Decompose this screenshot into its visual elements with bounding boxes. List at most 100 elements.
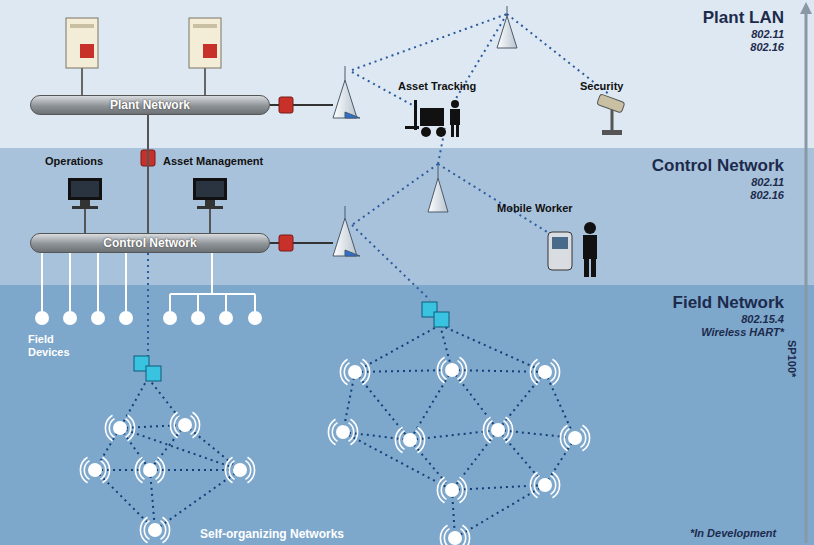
wireless-link bbox=[148, 14, 610, 360]
wireless-device bbox=[538, 365, 552, 379]
wireless-device bbox=[113, 421, 127, 435]
radio-wave bbox=[534, 476, 539, 495]
radio-wave bbox=[140, 517, 147, 543]
station-label: Operations bbox=[45, 155, 103, 167]
mesh-link bbox=[95, 470, 155, 530]
field-wiring bbox=[42, 253, 255, 312]
mesh-link bbox=[452, 490, 455, 538]
radio-wave bbox=[487, 421, 492, 440]
wireless-device bbox=[445, 483, 459, 497]
radio-wave bbox=[441, 361, 446, 380]
mesh-link bbox=[355, 372, 410, 440]
standard-label: SP100* bbox=[786, 340, 798, 377]
radio-wave bbox=[530, 359, 537, 385]
device-label: Asset Tracking bbox=[398, 80, 476, 92]
radio-wave bbox=[440, 525, 447, 545]
radio-wave bbox=[193, 412, 200, 438]
radio-wave bbox=[418, 427, 425, 453]
radio-wave bbox=[458, 361, 463, 380]
mesh-link bbox=[155, 470, 240, 530]
band-title: Control Network bbox=[652, 156, 784, 176]
radio-wave bbox=[128, 415, 135, 441]
wireless-device bbox=[143, 463, 157, 477]
band-title: Plant LAN bbox=[703, 8, 784, 28]
radio-wave bbox=[248, 457, 255, 483]
radio-wave bbox=[139, 461, 144, 480]
radio-wave bbox=[349, 423, 354, 442]
standard-label: 802.16 bbox=[652, 189, 784, 202]
radio-wave bbox=[460, 477, 467, 503]
radio-wave bbox=[103, 457, 110, 483]
band-heading: Plant LAN802.11802.16 bbox=[703, 8, 784, 54]
standard-label: 802.11 bbox=[652, 176, 784, 189]
radio-wave bbox=[170, 412, 177, 438]
radio-wave bbox=[344, 363, 349, 382]
wireless-device bbox=[178, 418, 192, 432]
mesh-link bbox=[545, 372, 575, 438]
radio-wave bbox=[581, 429, 586, 448]
mesh-link bbox=[343, 432, 452, 490]
radio-wave bbox=[105, 415, 112, 441]
wireless-device bbox=[88, 463, 102, 477]
network-label: Self-organizing Networks bbox=[200, 527, 344, 541]
band-title: Field Network bbox=[673, 293, 784, 313]
wireless-device bbox=[538, 478, 552, 492]
server bbox=[66, 18, 221, 97]
radio-wave bbox=[564, 429, 569, 448]
mesh-network bbox=[80, 325, 589, 545]
radio-wave bbox=[461, 529, 466, 545]
radio-wave bbox=[109, 419, 114, 438]
wireless-device bbox=[445, 363, 459, 377]
standard-label: 802.11 bbox=[703, 28, 784, 41]
standard-label: 802.16 bbox=[703, 41, 784, 54]
radio-wave bbox=[463, 525, 470, 545]
radio-wave bbox=[191, 416, 196, 435]
radio-wave bbox=[163, 517, 170, 543]
radio-wave bbox=[225, 457, 232, 483]
station-label: Asset Management bbox=[163, 155, 263, 167]
bus-label: Control Network bbox=[103, 236, 196, 250]
wireless-device bbox=[403, 433, 417, 447]
network-band: Control Network802.11802.16Control Netwo… bbox=[0, 148, 814, 285]
band-heading: Control Network802.11802.16 bbox=[652, 156, 784, 202]
network-bus: Plant Network bbox=[30, 95, 270, 115]
radio-wave bbox=[135, 457, 142, 483]
radio-wave bbox=[395, 427, 402, 453]
mesh-link bbox=[148, 378, 185, 425]
radio-wave bbox=[506, 417, 513, 443]
radio-wave bbox=[444, 529, 449, 545]
radio-wave bbox=[158, 457, 165, 483]
field-device bbox=[35, 311, 262, 325]
radio-wave bbox=[361, 363, 366, 382]
radio-wave bbox=[80, 457, 87, 483]
radio-wave bbox=[144, 521, 149, 540]
mesh-link bbox=[410, 440, 452, 490]
standard-label: Wireless HART* bbox=[673, 326, 784, 339]
mesh-link bbox=[410, 370, 452, 440]
mesh-link bbox=[120, 378, 148, 428]
mobile-worker bbox=[548, 222, 597, 277]
wireless-device bbox=[568, 431, 582, 445]
mesh-link bbox=[150, 425, 185, 470]
network-bus: Control Network bbox=[30, 233, 270, 253]
bus-label: Plant Network bbox=[110, 98, 190, 112]
wireless-device bbox=[491, 423, 505, 437]
radio-wave bbox=[351, 419, 358, 445]
wireless-device bbox=[148, 523, 162, 537]
network-band: Plant LAN802.11802.16Plant Network bbox=[0, 0, 814, 148]
radio-wave bbox=[156, 461, 161, 480]
radio-wave bbox=[126, 419, 131, 438]
radio-wave bbox=[483, 417, 490, 443]
radio-wave bbox=[583, 425, 590, 451]
network-link bbox=[147, 115, 149, 233]
wireless-device bbox=[233, 463, 247, 477]
standard-label: 802.15.4 bbox=[673, 313, 784, 326]
radio-wave bbox=[553, 359, 560, 385]
scope-arrow bbox=[800, 2, 812, 543]
radio-wave bbox=[437, 357, 444, 383]
mesh-link bbox=[498, 430, 575, 438]
radio-wave bbox=[551, 363, 556, 382]
radio-wave bbox=[437, 477, 444, 503]
radio-wave bbox=[441, 481, 446, 500]
